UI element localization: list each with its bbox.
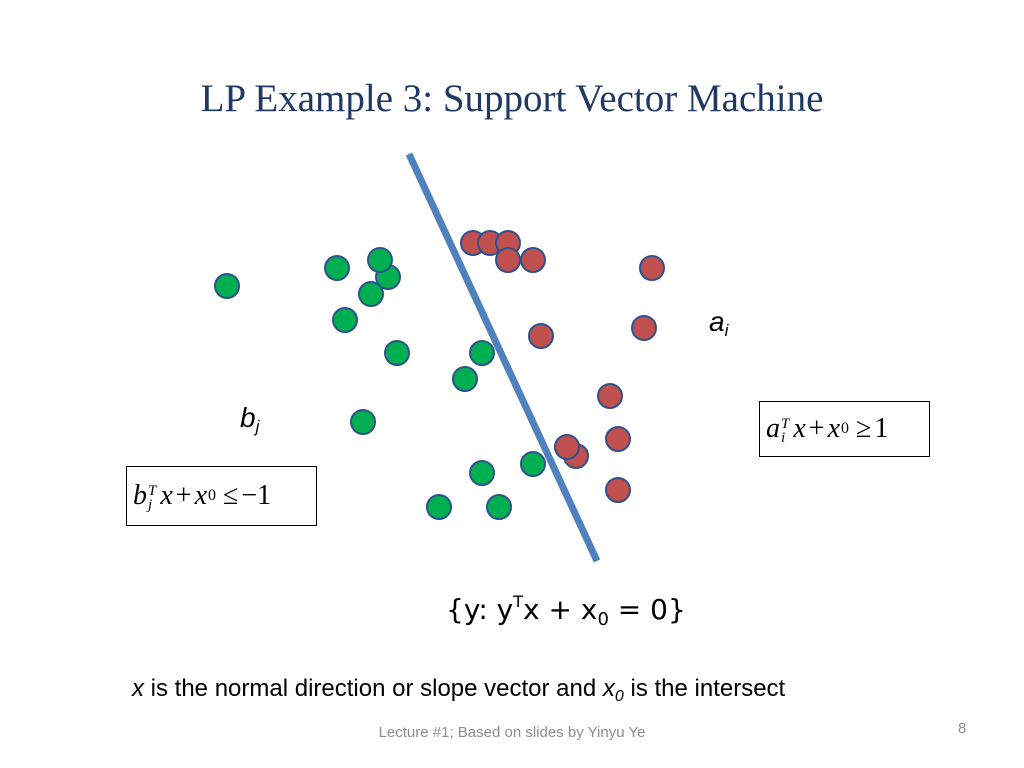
red-point <box>528 323 554 349</box>
green-point <box>486 494 512 520</box>
green-point <box>426 494 452 520</box>
red-point <box>495 247 521 273</box>
caption-text: x is the normal direction or slope vecto… <box>132 675 786 705</box>
red-point <box>520 247 546 273</box>
label-a-i: ai <box>709 306 729 340</box>
hyperplane-equation: {y: yTx + x0 = 0} <box>446 592 686 630</box>
separating-hyperplane-line <box>405 152 601 563</box>
green-point <box>332 307 358 333</box>
green-points <box>214 247 546 520</box>
footer-text: Lecture #1; Based on slides by Yinyu Ye <box>378 724 646 741</box>
green-point <box>384 340 410 366</box>
label-b-j: bj <box>240 402 260 436</box>
red-point <box>631 315 657 341</box>
green-point <box>350 409 376 435</box>
green-point <box>469 340 495 366</box>
green-point <box>214 273 240 299</box>
red-point <box>605 477 631 503</box>
green-point <box>367 247 393 273</box>
slide-title: LP Example 3: Support Vector Machine <box>200 77 824 120</box>
green-point <box>452 366 478 392</box>
red-point <box>554 434 580 460</box>
red-point <box>605 426 631 452</box>
red-point <box>639 255 665 281</box>
page-number: 8 <box>958 720 967 737</box>
green-point <box>520 451 546 477</box>
red-points <box>460 230 665 503</box>
green-point <box>324 255 350 281</box>
green-point <box>358 281 384 307</box>
red-point <box>597 383 623 409</box>
green-point <box>469 460 495 486</box>
